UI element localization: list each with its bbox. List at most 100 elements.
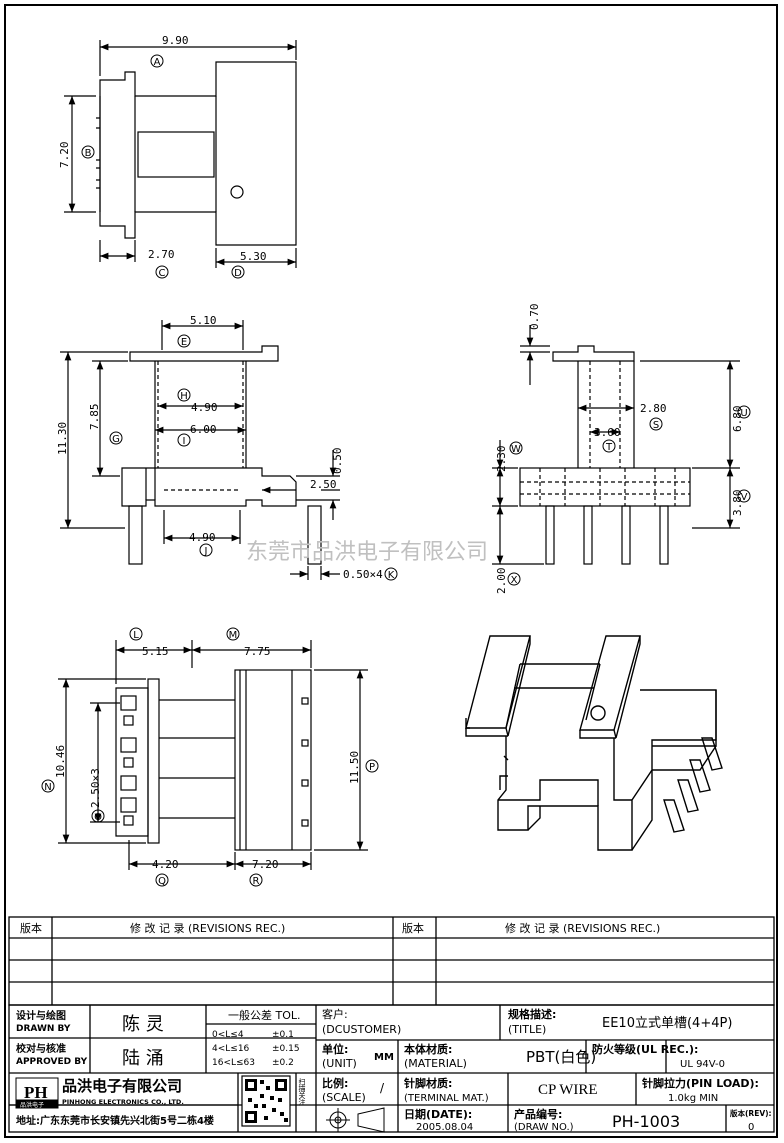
title-en: (TITLE) bbox=[508, 1023, 546, 1036]
rev-header-rec: 修 改 记 录 (REVISIONS REC.) bbox=[130, 921, 285, 935]
svg-text:G: G bbox=[112, 434, 120, 445]
address: 地址:广东东莞市长安镇先兴北街5号二栋4楼 bbox=[16, 1114, 214, 1127]
terminal-label: 针脚材质: bbox=[404, 1076, 452, 1090]
terminal-value: CP WIRE bbox=[538, 1082, 598, 1098]
dim-side-pinlen: 2.00 bbox=[495, 568, 508, 595]
svg-text:A: A bbox=[154, 57, 161, 68]
scale-label: 比例: bbox=[322, 1076, 348, 1090]
svg-text:O: O bbox=[94, 812, 102, 823]
qr-caption: 扫描关注 bbox=[298, 1077, 306, 1107]
ref-A: A bbox=[150, 54, 164, 68]
dim-side-w2: 3.60 bbox=[594, 426, 621, 439]
tol-val-2: ±0.15 bbox=[272, 1044, 300, 1054]
svg-text:Q: Q bbox=[158, 876, 166, 887]
date-value: 2005.08.04 bbox=[416, 1122, 473, 1133]
approver-name: 陆 涌 bbox=[122, 1048, 164, 1069]
tol-title: 一般公差 TOL. bbox=[228, 1008, 301, 1022]
rev-header-rec2: 修 改 记 录 (REVISIONS REC.) bbox=[505, 921, 660, 935]
qr-code bbox=[241, 1075, 291, 1127]
ref-N: N bbox=[41, 779, 55, 793]
ref-V: V bbox=[737, 489, 751, 503]
scale-value: / bbox=[380, 1081, 385, 1095]
dim-side-step: 2.30 bbox=[495, 446, 508, 473]
material-en: (MATERIAL) bbox=[404, 1057, 467, 1070]
ref-G: G bbox=[109, 431, 123, 445]
scale-en: (SCALE) bbox=[322, 1091, 366, 1104]
dim-side-w1: 2.80 bbox=[640, 402, 667, 415]
ref-K: K bbox=[384, 567, 398, 581]
dim-side-upper: 6.80 bbox=[731, 406, 744, 433]
ul-value: UL 94V-0 bbox=[680, 1059, 725, 1070]
svg-text:B: B bbox=[85, 148, 92, 159]
dim-front-pingap: 0.50 bbox=[331, 448, 344, 475]
company-name-en: PINHONG ELECTRONICS CO., LTD. bbox=[62, 1098, 184, 1106]
dim-front-pinw: 2.50 bbox=[310, 478, 337, 491]
front-view bbox=[60, 320, 340, 580]
dim-bot-full: 11.50 bbox=[348, 751, 361, 784]
svg-text:D: D bbox=[234, 268, 242, 279]
company-logo bbox=[15, 1077, 59, 1109]
customer-en: (DCUSTOMER) bbox=[322, 1023, 401, 1036]
svg-text:X: X bbox=[511, 575, 518, 586]
terminal-en: (TERMINAL MAT.) bbox=[404, 1093, 489, 1104]
dim-front-body: 7.85 bbox=[88, 404, 101, 431]
svg-text:J: J bbox=[204, 546, 208, 557]
svg-text:C: C bbox=[159, 268, 166, 279]
ref-X: X bbox=[507, 572, 521, 586]
ref-M: M bbox=[226, 627, 240, 641]
designer-label-en: DRAWN BY bbox=[16, 1024, 71, 1034]
svg-text:I: I bbox=[183, 436, 186, 447]
ref-I: I bbox=[177, 433, 191, 447]
bottom-view bbox=[58, 640, 368, 870]
pinload-value: 1.0kg MIN bbox=[668, 1093, 718, 1104]
svg-text:H: H bbox=[180, 391, 188, 402]
ref-U: U bbox=[737, 405, 751, 419]
approver-label-cn: 校对与核准 bbox=[16, 1042, 66, 1055]
customer-label: 客户: bbox=[322, 1007, 348, 1021]
dim-bot-baser: 7.20 bbox=[252, 858, 279, 871]
svg-text:K: K bbox=[388, 570, 395, 581]
logo-small-text: 品洪电子 bbox=[20, 1101, 44, 1109]
rev-value: 0 bbox=[748, 1122, 754, 1133]
dim-front-h2: 6.00 bbox=[190, 423, 217, 436]
svg-text:N: N bbox=[44, 782, 51, 793]
rev-label: 版本(REV): bbox=[729, 1108, 772, 1118]
svg-text:V: V bbox=[741, 492, 748, 503]
projection-symbol bbox=[326, 1107, 385, 1133]
company-name: 品洪电子有限公司 bbox=[62, 1077, 182, 1095]
svg-text:U: U bbox=[740, 408, 747, 419]
ref-P: P bbox=[365, 759, 379, 773]
drawno-value: PH-1003 bbox=[612, 1112, 680, 1131]
material-label: 本体材质: bbox=[404, 1042, 452, 1056]
unit-en: (UNIT) bbox=[322, 1057, 357, 1070]
dim-top-right: 5.30 bbox=[240, 250, 267, 263]
dim-top-height: 7.20 bbox=[58, 142, 71, 169]
dim-front-topw: 5.10 bbox=[190, 314, 217, 327]
rev-header-ver: 版本 bbox=[20, 921, 42, 935]
title-label: 规格描述: bbox=[508, 1007, 556, 1021]
isometric-view bbox=[465, 635, 723, 851]
dim-bot-total: 10.46 bbox=[54, 745, 67, 778]
svg-text:T: T bbox=[605, 442, 613, 453]
watermark: 东莞市品洪电子有限公司 bbox=[246, 540, 489, 565]
ref-Q: Q bbox=[155, 873, 169, 887]
tol-range-3: 16<L≤63 bbox=[212, 1058, 255, 1068]
dim-side-base: 3.80 bbox=[731, 490, 744, 517]
designer-name: 陈 灵 bbox=[122, 1014, 164, 1035]
ref-L: L bbox=[129, 627, 143, 641]
ref-O: O bbox=[91, 809, 105, 823]
drawno-label: 产品编号: bbox=[514, 1107, 562, 1121]
svg-text:P: P bbox=[369, 762, 375, 773]
product-title: EE10立式单槽(4+4P) bbox=[602, 1016, 732, 1031]
svg-text:S: S bbox=[653, 420, 659, 431]
pinload-label: 针脚拉力(PIN LOAD): bbox=[642, 1076, 759, 1090]
dim-top-width: 9.90 bbox=[162, 34, 189, 47]
svg-text:R: R bbox=[253, 876, 260, 887]
drawno-en: (DRAW NO.) bbox=[514, 1122, 574, 1133]
dim-bot-basel: 4.20 bbox=[152, 858, 179, 871]
ref-E: E bbox=[177, 334, 191, 348]
ref-T: T bbox=[602, 439, 616, 453]
dim-bot-pitch: 2.50×3 bbox=[89, 768, 102, 808]
tol-val-1: ±0.1 bbox=[272, 1030, 294, 1040]
